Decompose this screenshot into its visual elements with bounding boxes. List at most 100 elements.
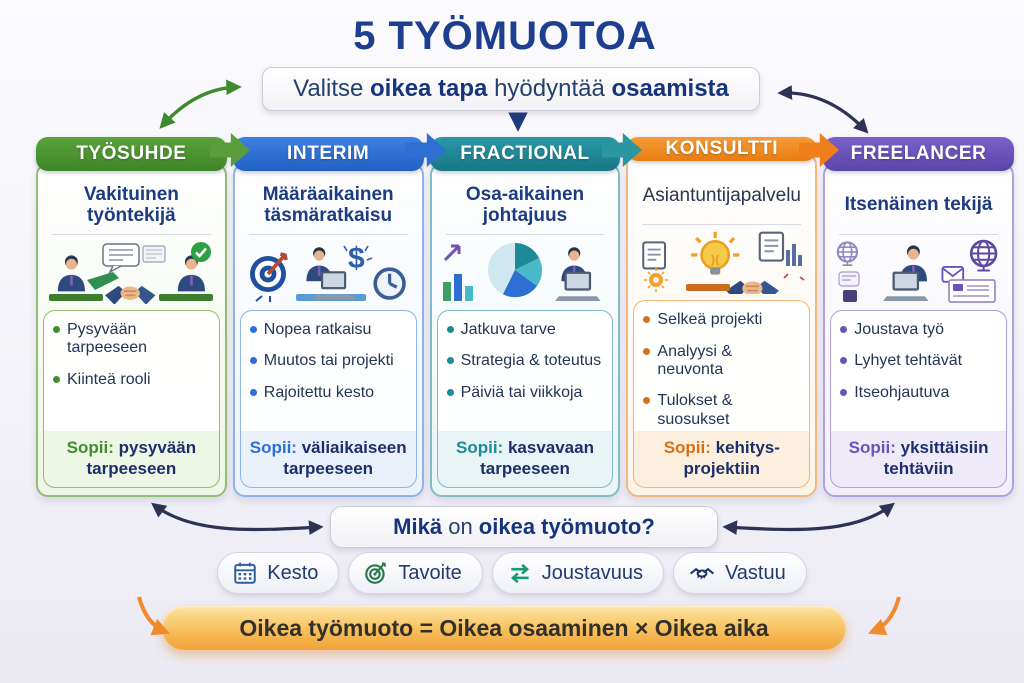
bullet-item: Lyhyet tehtävät	[840, 352, 997, 370]
bullet-dot	[53, 375, 60, 383]
pill-label: Kesto	[267, 561, 319, 584]
sopii-value: pysyvään tarpeeseen	[86, 438, 197, 478]
idea-consulting-illustration	[628, 228, 815, 295]
column-tyosuhde-sopii: Sopii: pysyvään tarpeeseen	[43, 431, 220, 488]
column-tyosuhde-header: TYÖSUHDE	[36, 137, 227, 171]
top-left-double-arrow	[159, 79, 242, 129]
bullet-dot	[446, 357, 454, 365]
sopii-label: Sopii:	[848, 438, 896, 458]
column-freelancer-header: FREELANCER	[823, 137, 1014, 171]
column-fractional: FRACTIONAL Osa-aikainen johtajuus	[429, 137, 621, 497]
column-freelancer-body: Itsenäinen tekijä	[823, 163, 1014, 497]
column-tyosuhde-bullets: Pysyvään tarpeeseen Kiinteä rooli	[43, 310, 220, 432]
pill-vastuu: Vastuu	[672, 552, 807, 594]
column-konsultti-subtitle: Asiantuntijapalvelu	[642, 184, 802, 206]
sopii-label: Sopii:	[456, 438, 504, 458]
bullet-text: Jatkuva tarve	[460, 321, 556, 338]
bullet-item: Kiinteä rooli	[53, 371, 210, 389]
column-fractional-header: FRACTIONAL	[429, 137, 621, 171]
bullet-dot	[840, 357, 848, 365]
column-konsultti-body: Asiantuntijapalvelu	[626, 153, 818, 497]
handshake-agreement-illustration	[38, 238, 225, 304]
bullet-dot	[249, 326, 257, 333]
bullet-text: Itseohjautuva	[854, 383, 950, 401]
column-freelancer: FREELANCER Itsenäinen tekijä	[823, 137, 1014, 497]
bullet-item: Päiviä tai viikkoja	[446, 383, 604, 402]
calendar-icon	[232, 560, 258, 586]
bullet-text: Kiinteä rooli	[67, 370, 151, 388]
handshake-icon	[688, 560, 716, 586]
remote-freelancer-illustration	[825, 238, 1012, 304]
bullet-item: Strategia & toteutus	[446, 352, 604, 370]
bullet-dot	[643, 347, 651, 355]
bullet-item: Selkeä projekti	[643, 311, 800, 329]
column-konsultti: KONSULTTI Asiantuntijapalvelu	[626, 137, 818, 497]
column-interim-sopii: Sopii: väliaikaiseen tarpeeseen	[239, 431, 417, 488]
pie-chart-leadership-illustration	[432, 238, 619, 304]
bottom-right-double-arrow	[722, 502, 895, 535]
sopii-label: Sopii:	[663, 438, 711, 458]
bullet-text: Analyysi & neuvonta	[657, 342, 733, 379]
column-tyosuhde-body: Vakituinen työntekijä	[36, 163, 227, 497]
bullet-dot	[643, 397, 651, 405]
bullet-item: Muutos tai projekti	[249, 352, 407, 370]
column-freelancer-subtitle: Itsenäinen tekijä	[844, 194, 993, 216]
bullet-dot	[249, 388, 257, 396]
criteria-pills: Kesto Tavoite Joustavuus	[0, 552, 1024, 594]
bullet-item: Analyysi & neuvonta	[643, 343, 800, 380]
sopii-value: kehitys-projektiin	[683, 438, 780, 478]
bullet-text: Lyhyet tehtävät	[854, 352, 963, 370]
pill-joustavuus: Joustavuus	[491, 552, 664, 594]
bottom-left-double-arrow	[151, 502, 324, 535]
column-freelancer-sopii: Sopii: yksittäisiin tehtäviin	[830, 431, 1007, 488]
divider	[52, 234, 211, 235]
bullet-item: Joustava työ	[840, 321, 997, 339]
bullet-item: Tulokset & suosukset	[643, 392, 800, 429]
bullet-text: Selkeä projekti	[657, 311, 763, 329]
bullet-dot	[53, 326, 60, 333]
sopii-label: Sopii:	[66, 438, 114, 458]
question-text: Mikä on oikea työmuoto?	[393, 514, 655, 539]
column-tyosuhde-subtitle: Vakituinen työntekijä	[83, 183, 179, 226]
bullet-text: Rajoitettu kesto	[263, 383, 375, 401]
sopii-value: väliaikaiseen tarpeeseen	[283, 438, 407, 478]
pill-label: Vastuu	[724, 561, 786, 584]
bullet-item: Rajoitettu kesto	[249, 383, 407, 402]
bullet-text: Pysyvään tarpeeseen	[67, 321, 148, 357]
sopii-value: yksittäisiin tehtäviin	[883, 438, 989, 478]
divider	[839, 234, 998, 235]
page-title: 5 TYÖMUOTOA	[353, 14, 657, 58]
bullet-dot	[643, 316, 651, 324]
column-freelancer-bullets: Joustava työ Lyhyet tehtävät Itseohjautu…	[830, 310, 1007, 432]
pill-tavoite: Tavoite	[348, 552, 483, 594]
swap-arrows-icon	[507, 560, 533, 586]
bullet-text: Joustava työ	[854, 321, 945, 338]
column-konsultti-sopii: Sopii: kehitys-projektiin	[633, 431, 811, 488]
column-konsultti-bullets: Selkeä projekti Analyysi & neuvonta Tulo…	[633, 300, 811, 432]
pill-label: Joustavuus	[541, 561, 643, 584]
sopii-value: kasvavaan tarpeeseen	[480, 438, 594, 478]
bullet-text: Päiviä tai viikkoja	[460, 383, 583, 401]
bullet-dot	[840, 326, 848, 333]
bullet-dot	[446, 388, 454, 396]
formula-banner: Oikea työmuoto = Oikea osaaminen × Oikea…	[162, 606, 846, 650]
column-fractional-body: Osa-aikainen johtajuus	[429, 163, 621, 497]
question-banner: Mikä on oikea työmuoto?	[330, 506, 718, 548]
svg-text:$: $	[348, 242, 365, 275]
bullet-text: Tulokset & suosukset	[657, 392, 733, 428]
subtitle-text: Valitse oikea tapa hyödyntää osaamista	[293, 75, 729, 102]
divider	[445, 234, 605, 235]
column-interim-body: Määräaikainen täsmäratkaisu $	[232, 163, 424, 497]
subtitle-banner: Valitse oikea tapa hyödyntää osaamista	[262, 67, 760, 111]
column-interim-header: INTERIM	[232, 137, 424, 171]
divider	[642, 224, 802, 226]
column-interim-bullets: Nopea ratkaisu Muutos tai projekti Rajoi…	[239, 310, 417, 432]
bullet-dot	[446, 326, 454, 333]
work-form-columns: TYÖSUHDE Vakituinen työntekijä	[36, 137, 1014, 497]
target-deadline-illustration: $	[235, 238, 422, 304]
column-tyosuhde: TYÖSUHDE Vakituinen työntekijä	[36, 137, 227, 497]
bullet-text: Muutos tai projekti	[263, 352, 394, 370]
bullet-text: Nopea ratkaisu	[263, 321, 372, 338]
top-right-double-arrow	[777, 85, 869, 134]
bullet-item: Itseohjautuva	[840, 384, 997, 402]
